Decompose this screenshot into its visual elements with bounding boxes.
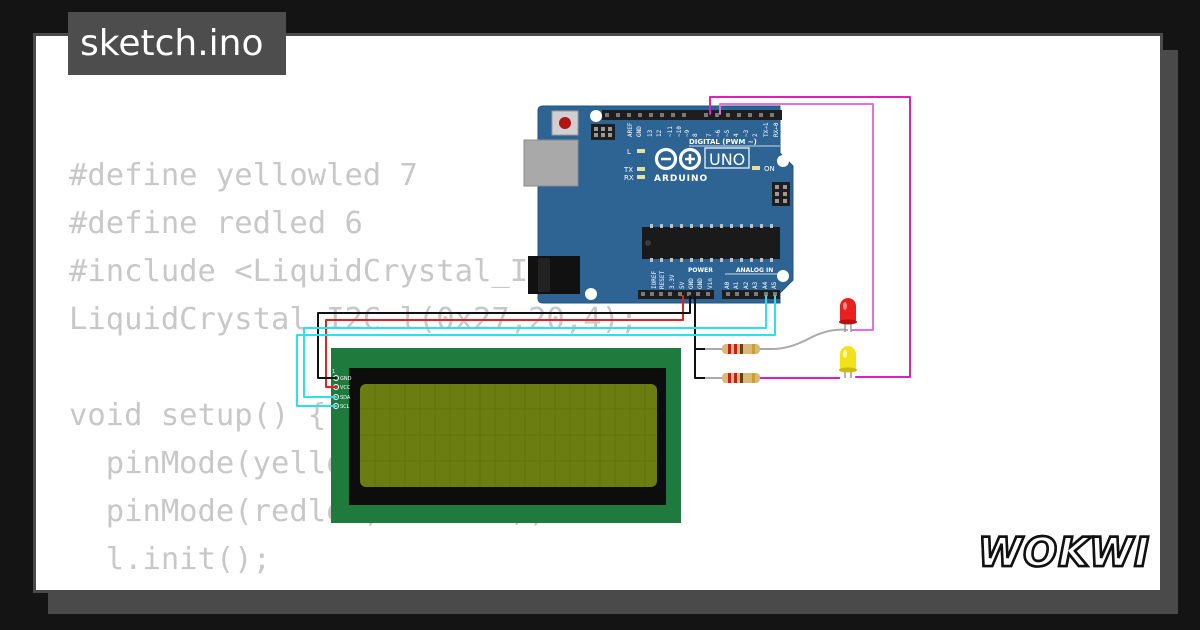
wire-cyan-scl: [296, 295, 776, 407]
digital-pin-label: ~9: [684, 129, 691, 137]
led-tx-label: TX: [623, 166, 633, 174]
digital-header-title: DIGITAL (PWM ~): [689, 138, 757, 146]
code-line: #define redled 6: [69, 206, 363, 241]
power-pin-label: RESET: [659, 271, 666, 289]
analog-pin-label: A3: [752, 281, 759, 289]
led-on: [752, 166, 760, 170]
lcd-pin1-marker: 1: [332, 369, 335, 375]
reset-button-cap[interactable]: [559, 117, 571, 129]
digital-pin-label: ~5: [724, 129, 731, 137]
digital-pin-label: ~10: [676, 126, 683, 137]
code-line: #define yellowled 7: [69, 158, 418, 193]
mounting-hole: [777, 270, 789, 282]
resistor-yellow-led: [705, 373, 840, 383]
digital-pin-label: TX→1: [763, 122, 770, 137]
mounting-hole: [590, 110, 602, 122]
lcd-character-grid: [360, 384, 657, 487]
mounting-hole: [585, 288, 597, 300]
analog-pin-label: A5: [771, 281, 778, 289]
analog-pin-label: A1: [733, 281, 740, 289]
analog-header-title: ANALOG IN: [736, 267, 773, 274]
usb-connector: [523, 139, 579, 187]
arduino-infinity-icon: [654, 147, 702, 171]
power-header: [638, 290, 714, 299]
power-pin-label: GND: [697, 278, 704, 289]
code-line: void setup() {: [69, 398, 327, 433]
mounting-hole: [777, 155, 789, 167]
wire-cyan-sda: [303, 295, 767, 398]
led-on-label: ON: [764, 165, 775, 173]
analog-pin-label: A2: [743, 281, 750, 289]
analog-header: [722, 290, 780, 299]
lcd-pin-label: SDA: [340, 395, 351, 401]
uno-badge: [704, 147, 750, 169]
led-rx: [637, 175, 645, 179]
power-jack-tip: [538, 258, 550, 292]
wires: [296, 96, 911, 407]
lcd-2004-module: 1 GND VCC SDA SCL: [331, 348, 681, 523]
code-line: l.init();: [69, 542, 271, 577]
atmega-chip: [642, 227, 780, 259]
wokwi-logo-text: WOKWI: [978, 530, 1150, 576]
filename-tab: sketch.ino: [68, 12, 286, 75]
power-pin-label: Vin: [707, 278, 714, 289]
chip-pins: [650, 224, 773, 262]
power-header-title: POWER: [688, 267, 713, 274]
analog-pin-label: A0: [724, 281, 731, 289]
digital-header: [602, 110, 782, 120]
power-jack: [528, 256, 580, 294]
digital-pin-label: ~6: [715, 129, 722, 137]
lcd-pin-label: GND: [340, 376, 352, 382]
lcd-pin-label: VCC: [340, 385, 351, 391]
wire-pink: [719, 103, 874, 331]
digital-pin-label: RX←0: [773, 122, 780, 137]
digital-pin-label: AREF: [627, 122, 634, 137]
digital-pin-label: 2: [752, 133, 759, 137]
digital-header-pins: [605, 113, 774, 117]
digital-pin-label: 7: [706, 133, 713, 137]
uno-label: UNO: [709, 150, 745, 169]
lcd-pin-label: SCL: [340, 404, 350, 410]
led-tx: [637, 167, 645, 171]
digital-pin-label: 13: [647, 129, 654, 137]
digital-pin-label: ~11: [667, 126, 674, 137]
digital-pin-label: 8: [692, 133, 699, 137]
bottom-header-pins: [641, 292, 777, 296]
led-rx-label: RX: [624, 174, 634, 182]
wire-black-gnd-res2: [694, 348, 723, 379]
power-pin-label: IOREF: [651, 271, 658, 289]
chip-notch: [645, 240, 651, 246]
led-l: [637, 149, 645, 153]
digital-pin-label: GND: [636, 126, 643, 137]
arduino-brand-label: ARDUINO: [654, 174, 708, 184]
digital-pin-label: ~3: [743, 129, 750, 137]
wire-black-gnd-lcd: [317, 295, 691, 379]
analog-pin-label: A4: [762, 281, 769, 289]
digital-pin-label: 4: [733, 133, 740, 137]
wire-black-gnd-res1: [694, 295, 723, 350]
yellow-led: [839, 346, 857, 378]
wire-magenta: [709, 96, 911, 378]
icsp-header: [591, 124, 615, 140]
power-pin-label: 5V: [679, 281, 686, 289]
resistor-red-led: [705, 328, 849, 354]
power-pin-label: GND: [688, 278, 695, 289]
wokwi-logo-text-fill: WOKWI: [978, 530, 1150, 576]
arduino-uno-board: AREF GND 13 12 ~11 ~10 ~9 8 7 ~6 ~5 4 ~3…: [523, 105, 794, 304]
wokwi-logo: WOKWI WOKWI: [978, 529, 1150, 576]
power-pin-label: 3.3V: [669, 274, 676, 289]
red-led: [839, 298, 857, 332]
led-l-label: L: [627, 148, 631, 156]
icsp-header-right: [772, 182, 790, 206]
digital-pin-label: 12: [656, 129, 663, 137]
